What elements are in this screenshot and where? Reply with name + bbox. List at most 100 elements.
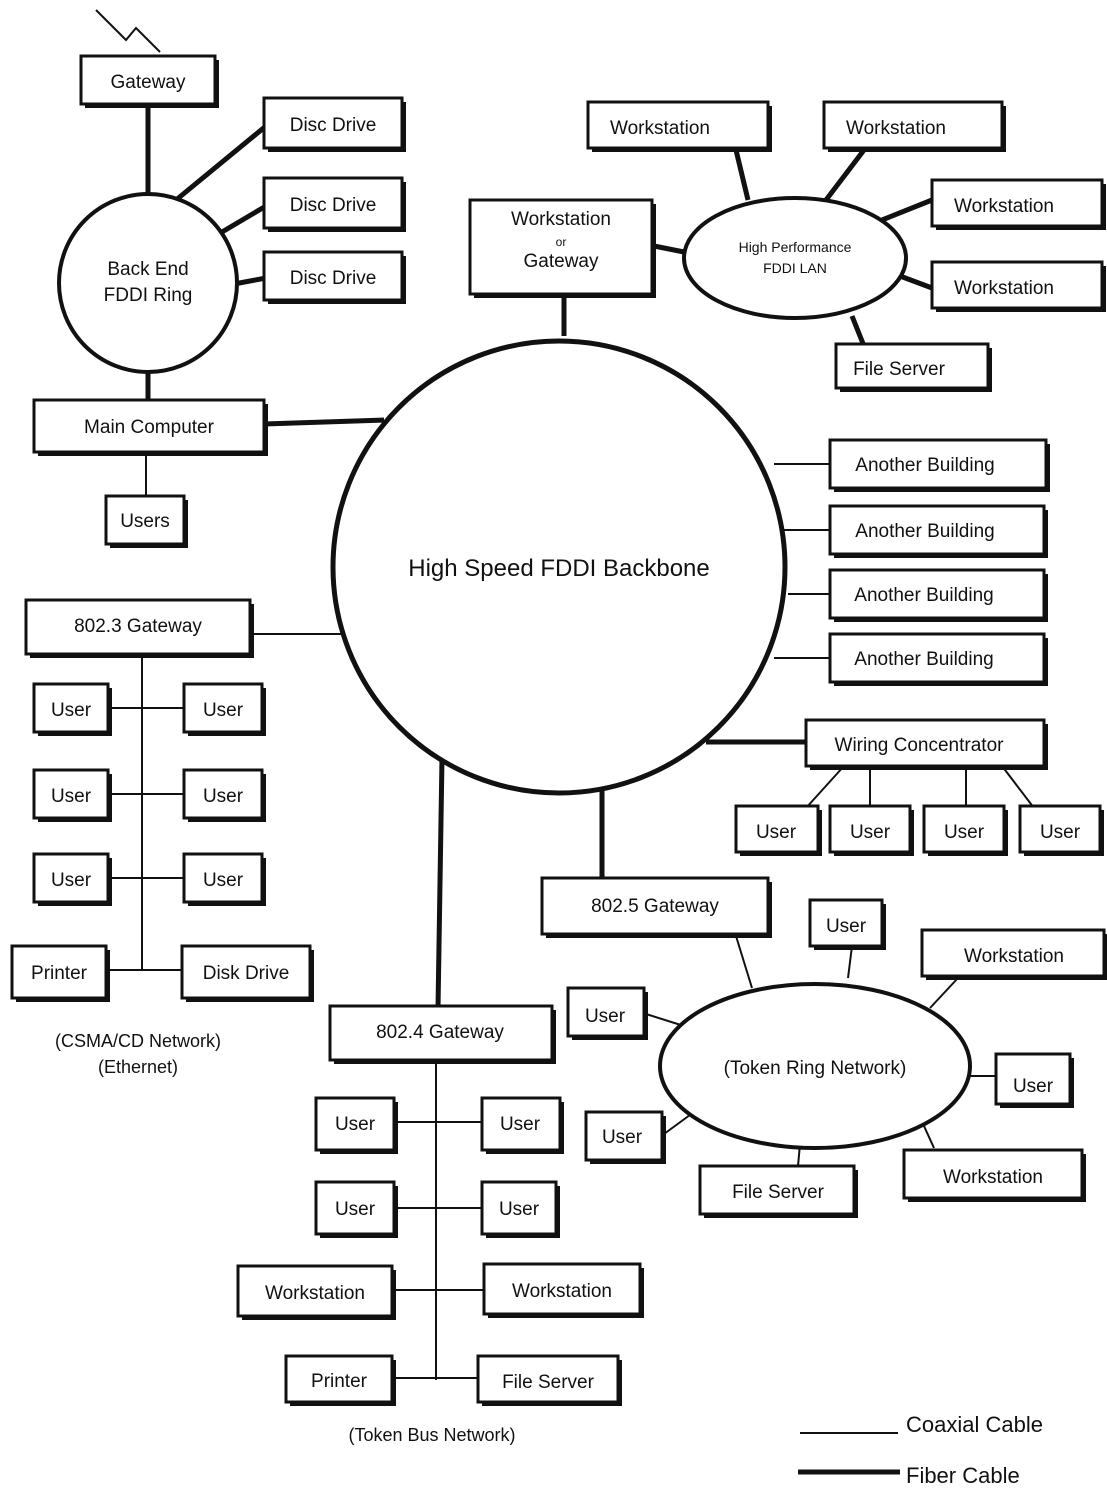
svg-text:User: User	[826, 916, 867, 937]
svg-text:Disc Drive: Disc Drive	[290, 195, 377, 216]
back-end-ring-group: Back End FDDI Ring	[57, 192, 239, 374]
another-building-box: Another Building	[828, 438, 1050, 492]
workstation-box: Workstation	[822, 100, 1006, 152]
ethernet-user-box: User	[32, 852, 112, 906]
svg-text:User: User	[756, 822, 797, 843]
svg-text:User: User	[203, 786, 244, 807]
another-building-box: Another Building	[828, 504, 1048, 558]
workstation-box: Workstation	[930, 178, 1106, 230]
disk-drive-box: Disk Drive	[180, 944, 314, 1002]
token-ring-label: (Token Ring Network)	[724, 1058, 907, 1079]
svg-text:Workstation: Workstation	[846, 118, 946, 139]
back-end-ring-label-line2: FDDI Ring	[104, 285, 193, 306]
printer-box: Printer	[10, 944, 110, 1002]
svg-text:Printer: Printer	[311, 1371, 368, 1392]
another-building-box: Another Building	[828, 632, 1048, 686]
workstation-or-gateway-box: Workstation or Gateway	[468, 198, 656, 298]
token-ring-user-box: User	[808, 898, 886, 950]
svg-text:Another Building: Another Building	[855, 455, 994, 476]
main-computer-box: Main Computer	[32, 398, 268, 456]
token-ring-user-box: User	[994, 1052, 1074, 1108]
hp-lan-label-line2: FDDI LAN	[763, 260, 827, 276]
svg-text:Another Building: Another Building	[855, 521, 994, 542]
svg-text:Disc Drive: Disc Drive	[290, 268, 377, 289]
ethernet-user-box: User	[32, 682, 112, 736]
svg-text:802.3 Gateway: 802.3 Gateway	[74, 616, 202, 637]
svg-text:Workstation: Workstation	[511, 209, 611, 230]
disc-drive-box: Disc Drive	[262, 96, 406, 152]
svg-text:Disc Drive: Disc Drive	[290, 115, 377, 136]
fddi-backbone-label: High Speed FDDI Backbone	[408, 555, 710, 582]
token-ring-user-box: User	[584, 1110, 666, 1164]
svg-text:File Server: File Server	[502, 1372, 595, 1393]
file-server-box: File Server	[834, 342, 992, 392]
svg-text:Disk Drive: Disk Drive	[203, 963, 290, 984]
token-bus-user-box: User	[480, 1096, 564, 1154]
workstation-box: Workstation	[586, 100, 772, 152]
workstation-box: Workstation	[930, 260, 1106, 312]
svg-text:Another Building: Another Building	[854, 649, 993, 670]
svg-text:or: or	[556, 235, 567, 249]
svg-text:Workstation: Workstation	[964, 946, 1064, 967]
workstation-box: Workstation	[902, 1148, 1086, 1202]
ethernet-caption-line1: (CSMA/CD Network)	[55, 1031, 221, 1051]
concentrator-user-box: User	[1018, 804, 1104, 856]
svg-text:802.4 Gateway: 802.4 Gateway	[376, 1022, 504, 1043]
svg-text:Printer: Printer	[31, 963, 88, 984]
svg-text:User: User	[51, 870, 92, 891]
svg-text:Main Computer: Main Computer	[84, 417, 215, 438]
back-end-fddi-ring	[57, 192, 239, 374]
boxes: Gateway Disc Drive Disc Drive Disc Drive…	[10, 54, 1107, 1406]
concentrator-user-box: User	[828, 804, 914, 856]
802-5-gateway-box: 802.5 Gateway	[540, 876, 772, 938]
backbone-group: High Speed FDDI Backbone	[330, 338, 788, 796]
svg-text:Wiring Concentrator: Wiring Concentrator	[835, 735, 1005, 756]
svg-text:Workstation: Workstation	[954, 196, 1054, 217]
svg-text:Workstation: Workstation	[265, 1283, 365, 1304]
svg-text:User: User	[51, 786, 92, 807]
external-link-icon	[95, 9, 161, 53]
svg-text:User: User	[500, 1114, 541, 1135]
token-bus-user-box: User	[314, 1180, 398, 1238]
svg-text:User: User	[335, 1114, 376, 1135]
hp-lan-label-line1: High Performance	[739, 239, 852, 255]
ethernet-caption-line2: (Ethernet)	[98, 1057, 178, 1077]
fiber-legend-label: Fiber Cable	[906, 1463, 1020, 1488]
svg-text:Workstation: Workstation	[943, 1167, 1043, 1188]
connection-lines	[95, 9, 1035, 1380]
fddi-backbone-ring	[330, 338, 788, 796]
ethernet-user-box: User	[182, 682, 266, 736]
802-3-gateway-box: 802.3 Gateway	[24, 598, 254, 658]
802-4-gateway-box: 802.4 Gateway	[328, 1004, 556, 1064]
workstation-box: Workstation	[482, 1262, 644, 1318]
workstation-box: Workstation	[236, 1264, 396, 1320]
users-box: Users	[104, 494, 188, 548]
svg-text:Workstation: Workstation	[512, 1281, 612, 1302]
gateway-box: Gateway	[79, 54, 219, 108]
file-server-box: File Server	[698, 1164, 858, 1218]
ethernet-user-box: User	[182, 768, 266, 822]
svg-text:Gateway: Gateway	[111, 72, 186, 93]
token-ring-user-box: User	[566, 986, 648, 1040]
disc-drive-box: Disc Drive	[262, 250, 406, 304]
svg-text:User: User	[1040, 822, 1081, 843]
svg-text:Another Building: Another Building	[854, 585, 993, 606]
concentrator-user-box: User	[734, 804, 822, 856]
hp-fddi-lan-ring	[682, 196, 908, 320]
legend: Coaxial Cable Fiber Cable	[798, 1412, 1043, 1488]
svg-text:User: User	[203, 700, 244, 721]
svg-text:User: User	[203, 870, 244, 891]
file-server-box: File Server	[476, 1354, 622, 1406]
svg-text:User: User	[944, 822, 985, 843]
svg-text:User: User	[850, 822, 891, 843]
svg-text:File Server: File Server	[853, 359, 946, 380]
svg-text:User: User	[602, 1127, 643, 1148]
svg-text:User: User	[1013, 1076, 1054, 1097]
another-building-box: Another Building	[828, 568, 1048, 622]
svg-text:User: User	[335, 1199, 376, 1220]
concentrator-user-box: User	[922, 804, 1008, 856]
svg-text:User: User	[51, 700, 92, 721]
svg-text:User: User	[499, 1199, 540, 1220]
svg-text:Users: Users	[120, 511, 170, 532]
